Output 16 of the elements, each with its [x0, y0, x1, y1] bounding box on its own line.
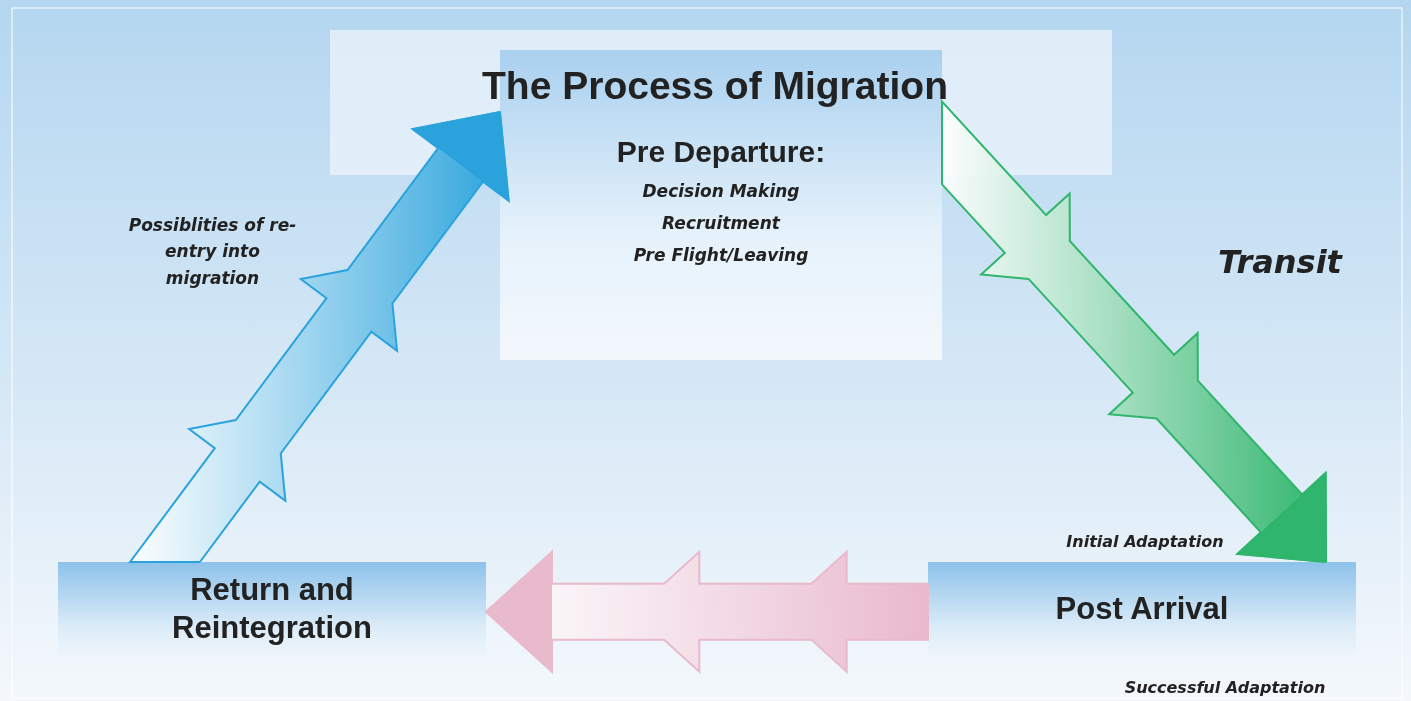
stage-heading: Post Arrival — [1055, 590, 1229, 628]
block-arrow — [941, 99, 1328, 563]
stage-note: Initial Adaptation — [1065, 532, 1225, 552]
stage-note: Successful Adaptation — [1123, 678, 1327, 698]
stage-heading: Return and Reintegration — [171, 571, 373, 647]
block-arrow — [485, 549, 929, 675]
stage-heading: Pre Departure: — [616, 135, 826, 169]
diagram-title: The Process of Migration — [481, 64, 949, 108]
block-arrow — [128, 111, 510, 563]
edge-label: Possiblities of re-entry into migration — [127, 214, 298, 290]
stage-item: Decision Making — [642, 180, 800, 203]
stage-item: Recruitment — [662, 212, 780, 235]
stage-item: Pre Flight/Leaving — [633, 244, 809, 267]
stage-band — [58, 562, 486, 656]
stage-band — [928, 562, 1356, 656]
edge-label: Transit — [1217, 242, 1344, 283]
